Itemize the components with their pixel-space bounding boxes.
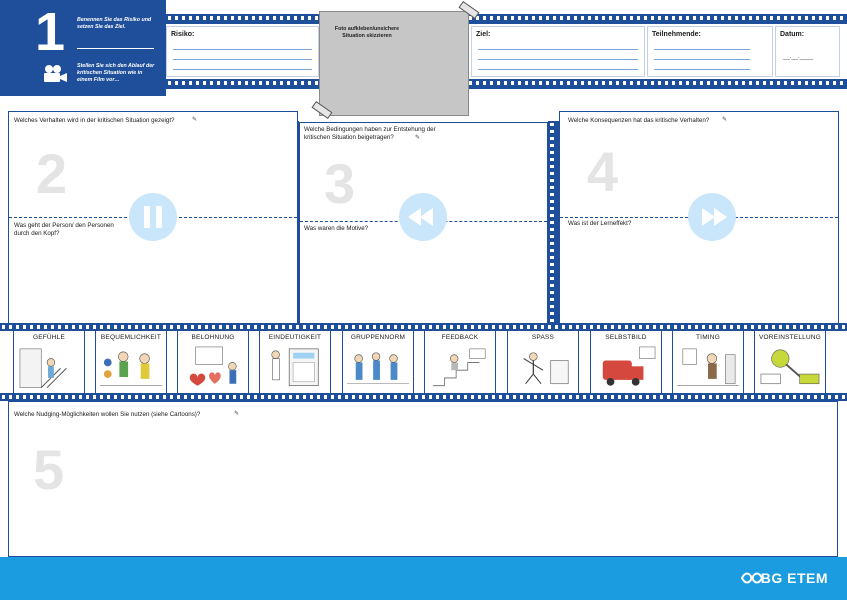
date-value: __.__.____ — [783, 54, 814, 60]
pen-icon: ✎ — [192, 117, 198, 123]
brand-name: BG ETEM — [760, 570, 828, 586]
step-number-2: 2 — [36, 142, 68, 205]
cartoon-label: BELOHNUNG — [191, 334, 235, 341]
intro-text-top: Benennen Sie das Risiko und setzen Sie d… — [77, 17, 152, 30]
cartoon-label: VOREINSTELLUNG — [758, 334, 822, 341]
film-strip-top-2 — [166, 79, 847, 89]
cartoon-convenience: BEQUEMLICHKEIT — [95, 330, 167, 394]
film-strip-top-1 — [166, 14, 847, 24]
panel-nudging: Welche Nudging-Möglichkeiten wollen Sie … — [8, 401, 838, 557]
panel-consequences-question-2: Was ist der Lerneffekt? — [568, 220, 632, 227]
photo-placeholder[interactable] — [319, 11, 469, 116]
cartoon-label: TIMING — [696, 334, 720, 341]
goal-line — [478, 69, 638, 70]
cartoon-label: SELBSTBILD — [605, 334, 647, 341]
cartoon-reward: BELOHNUNG — [177, 330, 249, 394]
cartoon-convenience-image — [100, 351, 162, 386]
panel-conditions-question: Welche Bedingungen haben zur Entstehung … — [304, 126, 436, 141]
cartoon-label: FEEDBACK — [441, 334, 479, 341]
cartoon-feedback: FEEDBACK — [424, 330, 496, 394]
cartoon-timing-image — [677, 348, 739, 386]
cartoon-feelings-image — [19, 348, 67, 388]
panel-conditions-question-2: Was waren die Motive? — [304, 225, 369, 232]
cartoon-label: BEQUEMLICHKEIT — [100, 334, 162, 341]
pause-bar — [144, 206, 150, 228]
cartoon-label: GEFÜHLE — [32, 334, 66, 341]
cartoon-self-image: SELBSTBILD — [590, 330, 662, 394]
goal-line — [478, 49, 638, 50]
pen-icon: ✎ — [415, 135, 421, 141]
date-label: Datum: — [780, 31, 805, 38]
fast-forward-icon[interactable] — [688, 193, 736, 241]
panel-behavior-question-2: Was geht der Person/ den Personen durch … — [14, 222, 114, 237]
film-strip-vertical-2 — [548, 121, 559, 326]
goal-label: Ziel: — [476, 31, 491, 38]
panel-consequences-question: Welche Konsequenzen hat das kritische Ve… — [568, 117, 710, 124]
step-number-1: 1 — [35, 2, 66, 62]
cartoon-feelings: GEFÜHLE — [13, 330, 85, 394]
risk-label: Risiko: — [171, 31, 195, 38]
film-strip-cartoons-top — [0, 323, 847, 331]
risk-line — [173, 49, 312, 50]
cartoon-clarity: EINDEUTIGKEIT — [259, 330, 331, 394]
participants-line — [654, 69, 750, 70]
cartoon-reward-image — [189, 346, 237, 386]
cartoon-default-setting-image — [760, 349, 820, 385]
participants-line — [654, 59, 750, 60]
cartoon-feedback-image — [432, 348, 486, 387]
step-number-5: 5 — [33, 438, 65, 501]
photo-placeholder-text: Foto aufkleben/unsichere Situation skizz… — [334, 26, 400, 39]
pause-icon[interactable] — [129, 193, 177, 241]
panel-behavior-question: Welches Verhalten wird in der kritischen… — [14, 117, 175, 124]
cartoon-timing: TIMING — [672, 330, 744, 394]
goal-field[interactable]: Ziel: — [471, 26, 645, 77]
cartoon-group-norm: GRUPPENNORM — [342, 330, 414, 394]
cartoon-self-image-image — [602, 346, 656, 386]
pen-icon: ✎ — [722, 117, 728, 123]
cartoon-group-norm-image — [347, 352, 409, 385]
cartoon-default-setting: VOREINSTELLUNG — [754, 330, 826, 394]
goal-line — [478, 59, 638, 60]
date-field[interactable]: Datum: __.__.____ — [775, 26, 840, 77]
risk-line — [173, 69, 312, 70]
rewind-icon[interactable] — [399, 193, 447, 241]
cartoon-fun: SPASS — [507, 330, 579, 394]
intro-divider — [77, 48, 154, 49]
intro-panel: 1 Benennen Sie das Risiko und setzen Sie… — [0, 0, 166, 96]
pen-icon: ✎ — [234, 411, 240, 417]
intro-text-bottom: Stellen Sie sich den Ablauf der kritisch… — [77, 63, 155, 83]
film-camera-icon — [44, 65, 67, 82]
participants-label: Teilnehmende: — [652, 31, 701, 38]
film-strip-cartoons-bottom — [0, 393, 847, 401]
bg-etem-logo-icon — [741, 572, 763, 584]
cartoon-label: EINDEUTIGKEIT — [268, 334, 322, 341]
cartoon-label: SPASS — [531, 334, 555, 341]
participants-field[interactable]: Teilnehmende: — [647, 26, 773, 77]
panel-nudging-question: Welche Nudging-Möglichkeiten wollen Sie … — [14, 411, 201, 418]
participants-line — [654, 49, 750, 50]
cartoon-fun-image — [523, 352, 569, 385]
cartoon-clarity-image — [271, 348, 319, 387]
risk-field[interactable]: Risiko: — [166, 26, 319, 77]
pause-bar — [156, 206, 162, 228]
risk-line — [173, 59, 312, 60]
footer-bar: BG ETEM — [0, 557, 847, 600]
cartoon-label: GRUPPENNORM — [350, 334, 406, 341]
step-number-4: 4 — [587, 140, 619, 203]
step-number-3: 3 — [324, 152, 356, 215]
